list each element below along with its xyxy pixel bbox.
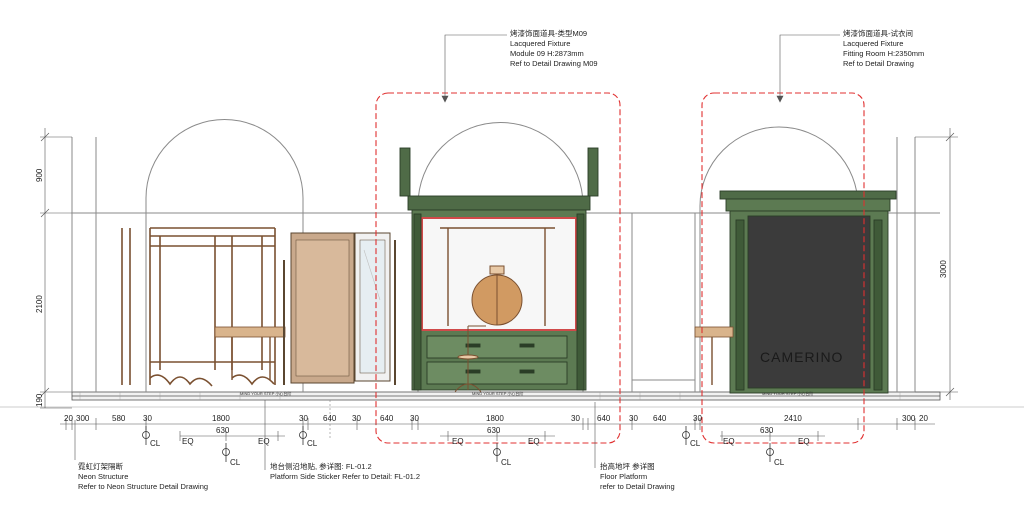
- dim-190: 190: [35, 393, 44, 407]
- sub-eq-2: EQ: [258, 437, 270, 446]
- dim-h-640d: 640: [653, 414, 667, 423]
- wooden-garment-rack: [121, 227, 276, 387]
- dim-h-30b: 30: [299, 414, 308, 423]
- fitting-note-line2: Lacquered Fixture: [843, 39, 903, 48]
- m09-leader: [441, 34, 507, 103]
- fitting-dashed-outline: [701, 92, 865, 444]
- m09-orb-display: [454, 265, 523, 393]
- dim-h-30g: 30: [693, 414, 702, 423]
- centerline-label-e: CL: [690, 439, 701, 448]
- dim-h-640b: 640: [380, 414, 394, 423]
- centerline-label-b: CL: [230, 458, 241, 467]
- dim-h-30c: 30: [352, 414, 361, 423]
- sticker-note-line2: Platform Side Sticker Refer to Detail: F…: [270, 472, 420, 481]
- fitting-note-line3: Fitting Room H:2350mm: [843, 49, 924, 58]
- floor-platform: [0, 391, 1024, 408]
- fitting-leader: [776, 34, 840, 103]
- floor-note-line2: Floor Platform: [600, 472, 647, 481]
- dim-h-30a: 30: [143, 414, 152, 423]
- fitting-side-table: [694, 326, 734, 385]
- m09-note-line2: Lacquered Fixture: [510, 39, 570, 48]
- sub-eq-4: EQ: [528, 437, 540, 446]
- camerino-sign: CAMERINO: [760, 349, 843, 365]
- fitting-room-fixture: [719, 190, 897, 394]
- dim-h-1800a: 1800: [212, 414, 230, 423]
- sub-eq-5: EQ: [723, 437, 735, 446]
- sticker-note-line1: 地台侧沿地贴, 参详图: FL-01.2: [270, 461, 372, 471]
- dim-h-20b: 20: [919, 414, 928, 423]
- m09-note-line1: 烤漆饰面道具-类型M09: [510, 28, 587, 38]
- sub-630-a: 630: [216, 426, 230, 435]
- floor-note-line1: 抬高地坪 参详图: [600, 461, 655, 471]
- step-label-c: MIND YOUR STEP 小心台阶: [762, 390, 813, 396]
- right-vertical-dimension: [915, 128, 958, 400]
- step-label-b: MIND YOUR STEP 小心台阶: [472, 390, 523, 396]
- horizontal-dimension-line: [60, 418, 935, 430]
- centerline-label-f: CL: [774, 458, 785, 467]
- sub-dimension-lines: [179, 431, 825, 441]
- sub-eq-6: EQ: [798, 437, 810, 446]
- dim-h-640a: 640: [323, 414, 337, 423]
- dim-h-20: 20: [64, 414, 73, 423]
- bottom-leaders: [74, 400, 596, 470]
- fitting-note-line4: Ref to Detail Drawing: [843, 59, 914, 68]
- folding-screen: [283, 232, 396, 385]
- sub-eq-3: EQ: [452, 437, 464, 446]
- dim-h-300: 300: [76, 414, 90, 423]
- centerline-symbols: [142, 426, 774, 462]
- sub-630-b: 630: [487, 426, 501, 435]
- dim-3000: 3000: [939, 260, 948, 278]
- left-vertical-dimension: [40, 128, 72, 409]
- centerline-label-c: CL: [307, 439, 318, 448]
- neon-note-line2: Neon Structure: [78, 472, 128, 481]
- dim-2100: 2100: [35, 295, 44, 313]
- dim-h-2410: 2410: [784, 414, 802, 423]
- step-label-a: MIND YOUR STEP 小心台阶: [240, 390, 291, 396]
- m09-dashed-outline: [375, 92, 621, 444]
- dim-900: 900: [35, 168, 44, 182]
- m09-note-line4: Ref to Detail Drawing M09: [510, 59, 598, 68]
- neon-note-line3: Refer to Neon Structure Detail Drawing: [78, 482, 208, 491]
- dim-h-30e: 30: [571, 414, 580, 423]
- platform-hatch: [79, 392, 901, 400]
- dim-h-640c: 640: [597, 414, 611, 423]
- centerline-label-d: CL: [501, 458, 512, 467]
- m09-note-line3: Module 09 H:2873mm: [510, 49, 584, 58]
- dim-h-1800b: 1800: [486, 414, 504, 423]
- dim-h-300b: 300: [902, 414, 916, 423]
- fitting-note-line1: 烤漆饰面道具-试衣间: [843, 28, 913, 38]
- sub-630-c: 630: [760, 426, 774, 435]
- m09-inner-rack: [440, 227, 555, 326]
- dim-h-30d: 30: [410, 414, 419, 423]
- dim-h-30f: 30: [629, 414, 638, 423]
- centerline-label-a: CL: [150, 439, 161, 448]
- sub-eq-1: EQ: [182, 437, 194, 446]
- floor-note-line3: refer to Detail Drawing: [600, 482, 675, 491]
- dim-h-580: 580: [112, 414, 126, 423]
- neon-note-line1: 霓虹灯架隔断: [78, 461, 123, 471]
